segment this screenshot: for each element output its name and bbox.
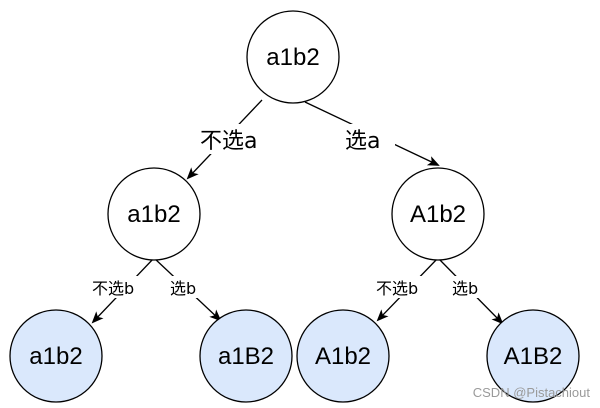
edge-label-root-right: 选a (345, 129, 380, 154)
level1-node-left-label: a1b2 (127, 201, 180, 228)
edge-label-left-right: 选b (170, 279, 196, 298)
edge-label-right-right: 选b (452, 279, 478, 298)
level1-node-right-label: A1b2 (410, 201, 466, 228)
level1-node-left: a1b2 (107, 167, 201, 261)
watermark-text: CSDN @Pistachiout (473, 385, 591, 400)
root-node: a1b2 (246, 10, 340, 104)
root-node-label: a1b2 (266, 44, 319, 71)
edge-label-left-left: 不选b (92, 279, 134, 298)
leaf-node-1: a1b2 (9, 309, 103, 403)
leaf-node-4-label: A1B2 (504, 343, 563, 370)
leaf-node-2-label: a1B2 (218, 343, 274, 370)
leaf-node-2: a1B2 (199, 309, 293, 403)
edge-labels: 不选a 选a 不选b 选b 不选b 选b (90, 124, 488, 298)
leaf-node-4: A1B2 (486, 309, 580, 403)
edge-label-root-left: 不选a (200, 129, 257, 154)
leaf-node-3-label: A1b2 (315, 343, 371, 370)
level1-node-right: A1b2 (391, 167, 485, 261)
leaf-node-1-label: a1b2 (29, 343, 82, 370)
edge-label-right-left: 不选b (376, 279, 418, 298)
leaf-node-3: A1b2 (296, 309, 390, 403)
